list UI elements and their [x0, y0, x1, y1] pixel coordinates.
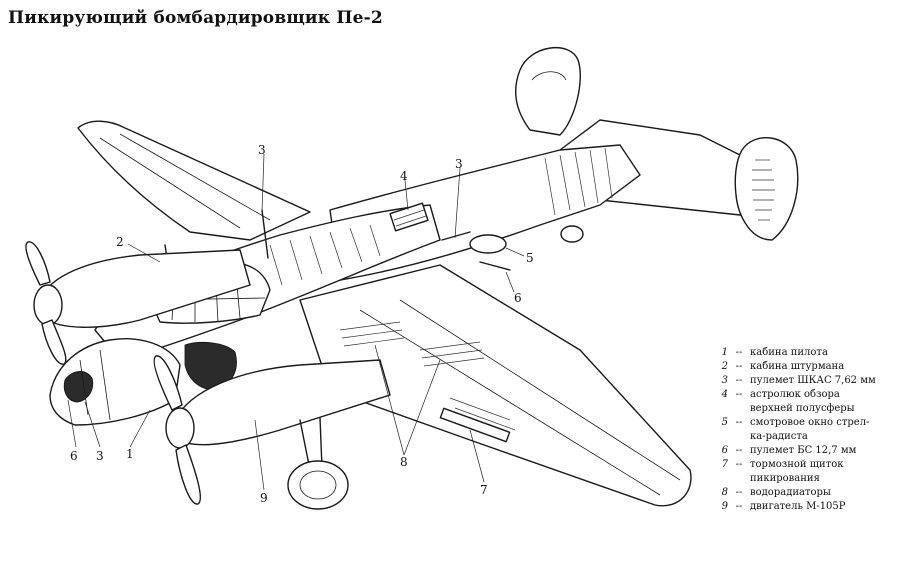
- legend-number: 3: [721, 375, 728, 386]
- callout-2: 2: [116, 235, 124, 249]
- lower-engine-nacelle: [153, 355, 391, 505]
- callout-3-top-right: 3: [455, 157, 463, 171]
- legend-separator: --: [735, 417, 743, 428]
- legend-text: смотровое окно стрел-: [750, 417, 870, 428]
- legend-text: пулемет ШКАС 7,62 мм: [750, 375, 876, 386]
- legend-number: 6: [721, 445, 728, 456]
- lower-wing: [299, 264, 692, 507]
- callout-7: 7: [480, 483, 488, 497]
- legend-number: 5: [721, 417, 728, 428]
- legend-item-5: 5 -- смотровое окно стрел-: [716, 416, 912, 430]
- legend-number: 1: [721, 347, 728, 358]
- legend-separator: --: [735, 487, 743, 498]
- callout-6-left: 6: [70, 449, 78, 463]
- legend: 1 -- кабина пилота 2 -- кабина штурмана …: [716, 346, 912, 514]
- legend-item-3: 3 -- пулемет ШКАС 7,62 мм: [716, 374, 912, 388]
- landing-gear: [287, 417, 349, 510]
- legend-separator: --: [735, 459, 743, 470]
- legend-separator: --: [735, 361, 743, 372]
- callout-leaders: [67, 153, 525, 491]
- legend-separator: --: [735, 375, 743, 386]
- callout-5: 5: [526, 251, 534, 265]
- callout-1: 1: [126, 447, 134, 461]
- legend-item-8: 8 -- водорадиаторы: [716, 486, 912, 500]
- callout-labels: 2 3 4 3 5 6 6 3 1 9 8 7: [70, 143, 534, 505]
- callout-4: 4: [400, 169, 408, 183]
- legend-text: пулемет БС 12,7 мм: [750, 445, 857, 456]
- legend-separator: --: [735, 501, 743, 512]
- legend-number: 7: [721, 459, 728, 470]
- legend-number: 4: [721, 389, 728, 400]
- legend-text: тормозной щиток: [750, 459, 844, 470]
- diagram-title: Пикирующий бомбардировщик Пе-2: [8, 8, 383, 28]
- callout-3-top-left: 3: [258, 143, 266, 157]
- nose-section: [49, 338, 237, 426]
- legend-item-4: 4 -- астролюк обзора: [716, 388, 912, 402]
- upper-wing: [77, 120, 311, 241]
- legend-separator: --: [735, 389, 743, 400]
- legend-item-9: 9 -- двигатель М-105Р: [716, 500, 912, 514]
- upper-engine-nacelle: [25, 241, 251, 365]
- legend-continuation: верхней полусферы: [750, 403, 855, 414]
- legend-item-2: 2 -- кабина штурмана: [716, 360, 912, 374]
- legend-continuation: ка-радиста: [750, 431, 808, 442]
- legend-text: двигатель М-105Р: [750, 501, 846, 512]
- legend-separator: --: [735, 445, 743, 456]
- callout-9: 9: [260, 491, 268, 505]
- legend-text: водорадиаторы: [750, 487, 831, 498]
- legend-separator: --: [735, 347, 743, 358]
- legend-item-6: 6 -- пулемет БС 12,7 мм: [716, 444, 912, 458]
- legend-text: кабина штурмана: [750, 361, 845, 372]
- callout-6-right: 6: [514, 291, 522, 305]
- callout-8: 8: [400, 455, 408, 469]
- legend-item-1: 1 -- кабина пилота: [716, 346, 912, 360]
- legend-number: 8: [721, 487, 728, 498]
- legend-number: 9: [721, 501, 728, 512]
- legend-continuation: пикирования: [750, 473, 820, 484]
- legend-text: кабина пилота: [750, 347, 828, 358]
- legend-text: астролюк обзора: [750, 389, 840, 400]
- legend-number: 2: [721, 361, 728, 372]
- callout-3-bottom: 3: [96, 449, 104, 463]
- legend-item-7: 7 -- тормозной щиток: [716, 458, 912, 472]
